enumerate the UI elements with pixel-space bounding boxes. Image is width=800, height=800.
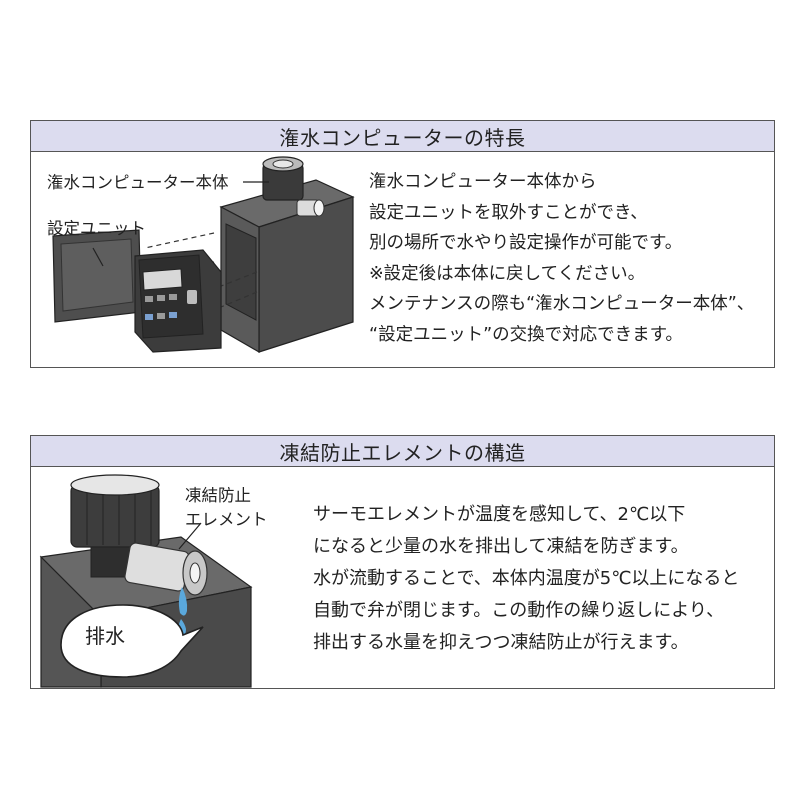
antifreeze-element-illustration xyxy=(39,474,253,688)
desc-line: サーモエレメントが温度を感知して、2℃以下 xyxy=(313,504,686,525)
antifreeze-panel: 凍結防止エレメントの構造 凍結防止 エレメント 排水 サーモエレメントが温度を感… xyxy=(30,435,775,689)
antifreeze-description: サーモエレメントが温度を感知して、2℃以下 になると少量の水を排出して凍結を防ぎ… xyxy=(313,499,739,659)
desc-line: になると少量の水を排出して凍結を防ぎます。 xyxy=(313,536,689,557)
desc-line: 水が流動することで、本体内温度が5℃以上になると xyxy=(313,568,740,589)
element-label: 凍結防止 エレメント xyxy=(185,482,268,530)
desc-line: “設定ユニット”の交換で対応できます。 xyxy=(369,324,683,345)
desc-line: 排出する水量を抑えつつ凍結防止が行えます。 xyxy=(313,632,689,653)
setting-unit-label: 設定ユニット xyxy=(47,219,146,238)
feature-panel-title: 潅水コンピューターの特長 xyxy=(31,121,774,152)
main-unit-label: 潅水コンピューター本体 xyxy=(47,173,229,192)
desc-line: 潅水コンピューター本体から xyxy=(369,172,597,192)
element-label-line2: エレメント xyxy=(185,510,268,529)
desc-line: 設定ユニットを取外すことができ、 xyxy=(369,202,648,223)
antifreeze-panel-title: 凍結防止エレメントの構造 xyxy=(31,436,774,467)
drain-label: 排水 xyxy=(85,624,125,648)
controller-illustration xyxy=(52,156,355,354)
desc-line: 別の場所で水やり設定操作が可能です。 xyxy=(369,233,683,253)
desc-line: ※設定後は本体に戻してください。 xyxy=(369,263,646,284)
feature-description: 潅水コンピューター本体から 設定ユニットを取外すことができ、 別の場所で水やり設… xyxy=(369,167,754,350)
desc-line: メンテナンスの際も“潅水コンピューター本体”、 xyxy=(369,294,755,314)
feature-panel: 潅水コンピューターの特長 xyxy=(30,120,775,368)
desc-line: 自動で弁が閉じます。この動作の繰り返しにより、 xyxy=(313,600,725,621)
element-label-line1: 凍結防止 xyxy=(185,486,251,505)
